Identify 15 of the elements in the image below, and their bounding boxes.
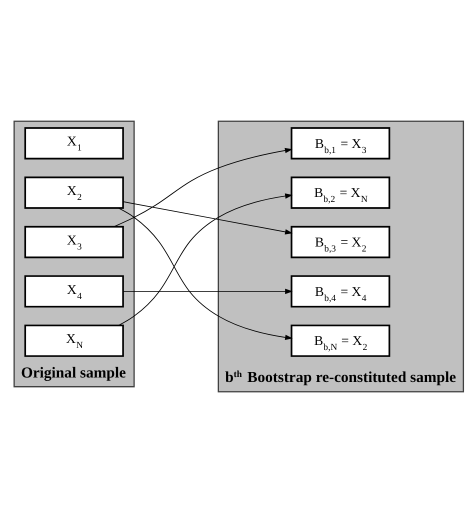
arrow bbox=[118, 193, 293, 326]
node-box: X$_{4}$ bbox=[24, 275, 124, 308]
arrow bbox=[122, 201, 293, 235]
arrow bbox=[118, 208, 293, 340]
node-box: B$_{b,1}$ = X$_{3}$ bbox=[290, 127, 390, 160]
node-box: X$_{3}$ bbox=[24, 226, 124, 258]
node-box: B$_{b,2}$ = X$_{N}$ bbox=[290, 176, 390, 209]
node-box: B$_{b,4}$ = X$_{4}$ bbox=[290, 275, 390, 308]
node-box: X$_{2}$ bbox=[24, 176, 124, 209]
arrow bbox=[113, 148, 293, 228]
node-box: B$_{b,3}$ = X$_{2}$ bbox=[290, 226, 390, 258]
node-box: X$_{N}$ bbox=[24, 324, 124, 357]
arrow bbox=[122, 288, 293, 294]
node-box: X$_{1}$ bbox=[24, 127, 124, 160]
node-box: B$_{b,N}$ = X$_{2}$ bbox=[290, 324, 390, 357]
